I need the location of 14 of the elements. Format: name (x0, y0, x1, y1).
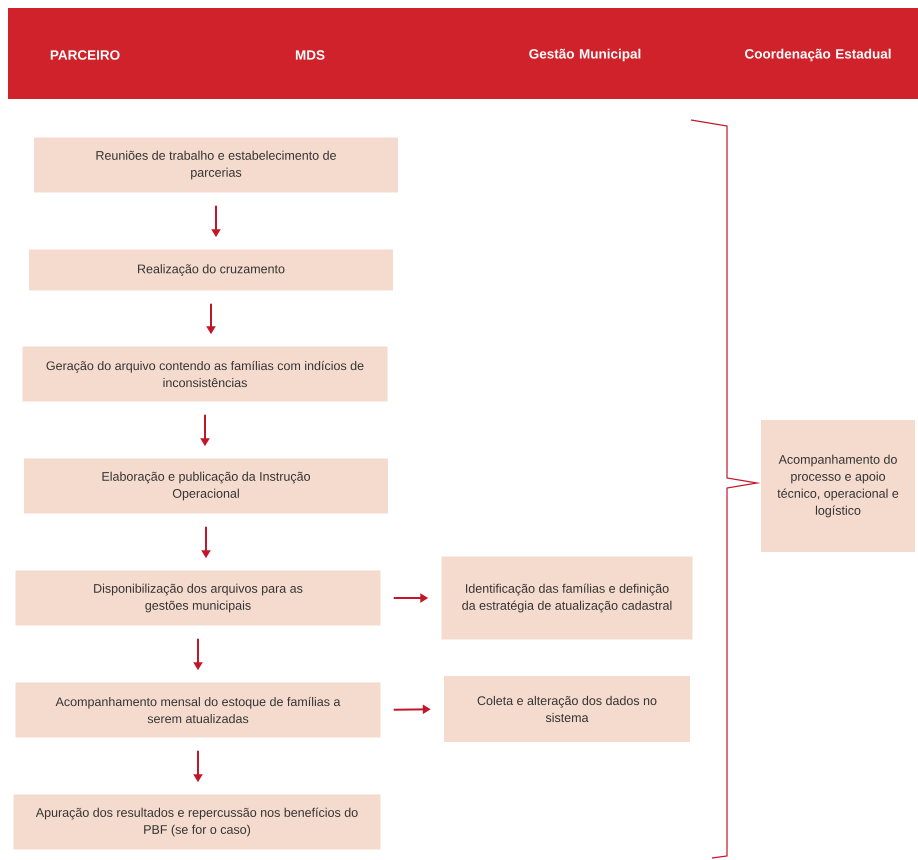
column-header: Coordenação Estadual (745, 48, 891, 62)
process-box: Geração do arquivo contendo as famílias com indícios de inconsistências (22, 346, 388, 402)
process-box: Coleta e alteração dos dados no sistema (444, 676, 690, 742)
process-box: Identificação das famílias e definição da estratégia de atualização cadastral (442, 556, 692, 640)
column-header: PARCEIRO (50, 50, 120, 60)
column-header: MDS (296, 50, 324, 60)
process-box: Apuração dos resultados e repercussão nos benefícios do PBF (se for o caso) (14, 794, 380, 850)
process-box: Elaboração e publicação da Instrução Operacional (24, 458, 388, 514)
process-box: Disponibilização dos arquivos para as gestões municipais (16, 570, 380, 626)
process-box: Realização do cruzamento (29, 250, 393, 290)
process-box: Acompanhamento mensal do estoque de famílias a serem atualizadas (16, 682, 380, 738)
process-box: Acompanhamento do processo e apoio técnico, operacional e logístico (761, 420, 915, 552)
process-box: Reuniões de trabalho e estabelecimento de parcerias (34, 138, 398, 192)
column-header: Gestão Municipal (529, 48, 640, 62)
